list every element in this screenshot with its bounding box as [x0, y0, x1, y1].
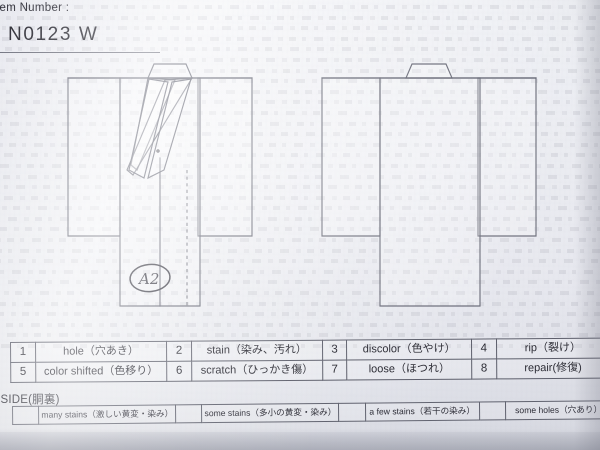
legend-code-2: 2 — [166, 341, 192, 362]
legend-code-4: 4 — [471, 338, 497, 360]
inside-checkbox-2[interactable] — [175, 404, 203, 423]
legend-code-7: 7 — [322, 360, 348, 381]
legend-code-3: 3 — [322, 340, 348, 361]
legend-code-6: 6 — [166, 361, 192, 382]
legend-label-8: repair(修復) — [496, 358, 600, 379]
legend-label-2: stain（染み、汚れ） — [191, 340, 323, 362]
legend-label-7: loose（ほつれ） — [347, 359, 472, 381]
inside-section-title: NSIDE(胴裏) — [0, 394, 60, 406]
header-underline — [0, 52, 160, 53]
inside-option-2: some stains（多小の黄変・染み） — [201, 403, 339, 423]
inside-option-3: a few stains（若干の染み） — [365, 402, 480, 422]
legend-label-1: hole（穴あき） — [35, 341, 167, 363]
inside-checkbox-3[interactable] — [338, 403, 366, 422]
inside-checkbox-1[interactable] — [12, 406, 39, 425]
legend-code-1: 1 — [10, 342, 36, 363]
damage-code-legend-table: 1 hole（穴あき） 2 stain（染み、汚れ） 3 discolor（色や… — [10, 338, 600, 383]
inside-option-4: some holes（穴あり） — [505, 400, 600, 420]
legend-label-4: rip（裂け） — [496, 338, 600, 359]
legend-code-5: 5 — [10, 362, 36, 383]
item-number-value: N0123 W — [8, 24, 99, 45]
item-number-label: tem Number : — [0, 2, 70, 14]
legend-label-5: color shifted（色移り） — [35, 361, 167, 383]
legend-label-6: scratch（ひっかき傷） — [191, 360, 323, 382]
inside-option-1: many stains（激しい黄変・染み） — [38, 404, 176, 425]
table-row: 5 color shifted（色移り） 6 scratch（ひっかき傷） 7 … — [10, 358, 600, 383]
legend-code-8: 8 — [471, 358, 497, 380]
legend-label-3: discolor（色やけ） — [346, 339, 472, 361]
inside-checkbox-4[interactable] — [479, 401, 506, 421]
